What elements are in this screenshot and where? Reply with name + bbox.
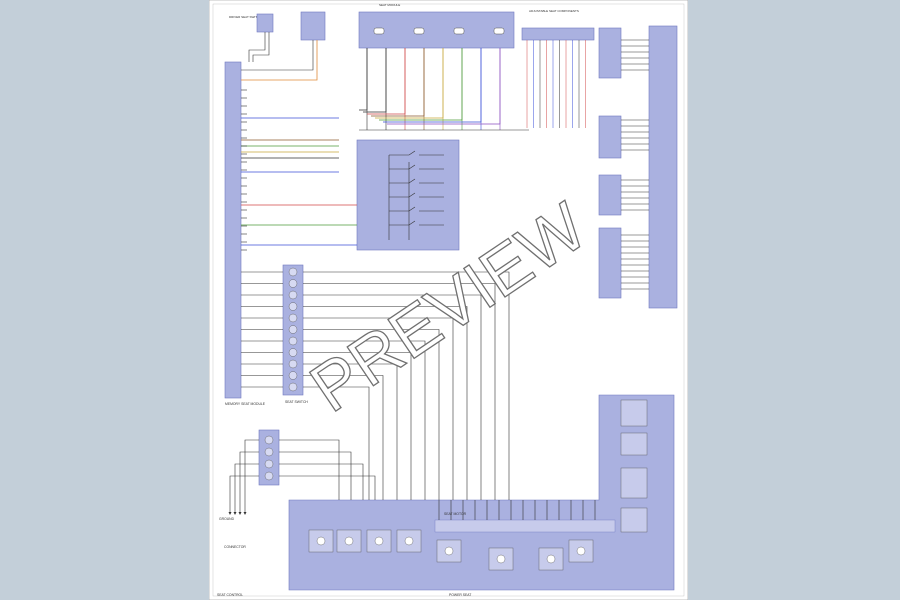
connector-legend: CONNECTOR [224,545,246,549]
wire [303,352,412,500]
wire [303,271,510,500]
connector-pin [288,359,298,369]
wire [303,306,468,500]
wire [303,363,398,500]
bottom-actuators [308,529,594,571]
actuator-symbol [576,546,586,556]
connector-pin [288,313,298,323]
top-motors [373,27,505,35]
connector-pin [288,290,298,300]
bus-label: SEAT MOTOR [444,512,467,516]
wire [248,32,266,62]
connector-pin [264,471,274,481]
actuator-symbol [546,554,556,564]
actuator-symbol [404,536,414,546]
top-right-header-text: SEAT MODULE [379,3,400,7]
connector-pin [288,302,298,311]
ground-label: GROUND [219,517,235,521]
actuator-symbol [374,536,384,546]
right-main-connector [648,25,678,309]
wire [241,40,314,71]
lumbar-switch-module [300,11,326,41]
wire [279,463,364,500]
actuator-symbol [316,536,326,546]
actuator-symbol [496,554,506,564]
driver-module-label: MEMORY SEAT MODULE [225,402,266,406]
connector-pin [288,325,298,334]
lower-connector-circles [264,435,274,481]
seat-motor-module [358,11,515,49]
wire [241,40,318,81]
connector-pin [288,382,298,392]
wire [279,451,352,500]
switch-block-label: SEAT SWITCH [285,400,308,404]
wire [239,451,259,512]
footer-left-text: SEAT CONTROL [217,593,243,597]
wire [389,150,416,156]
wire [303,283,496,500]
wire [303,329,440,500]
connector-block-top [521,27,595,41]
connector-pin [288,336,298,346]
wire [303,294,482,500]
right-module-4 [598,227,622,299]
footer-right-text: POWER SEAT [449,593,471,597]
connector-circles [288,267,298,392]
connector-pin [288,371,298,380]
seat-switch-panel [356,139,460,251]
wire [234,463,259,512]
connector-pin [264,459,274,469]
wire-harness [228,32,649,520]
memory-seat-module [224,61,242,399]
lower-connector-block [258,429,280,486]
connector-pin [288,279,298,288]
right-module-1 [598,27,622,79]
wire [229,475,259,512]
right-switches [620,399,648,533]
internal-bus [434,519,616,533]
schematic-sheet: DRIVER SEAT SWITCH SEAT MODULE ADJUSTABL… [209,0,688,600]
wiring-diagram: DRIVER SEAT SWITCH SEAT MODULE ADJUSTABL… [209,0,688,600]
connector-pin [264,447,274,457]
right-module-3 [598,174,622,216]
ground-arrow [228,512,232,515]
actuator-symbol [444,546,454,556]
seat-switch-module [256,13,274,33]
wire [303,386,370,500]
left-header-text: DRIVER SEAT SWITCH [229,15,261,19]
wire [303,375,384,500]
ground-arrow [243,512,247,515]
right-module-2 [598,115,622,159]
sheet-inner-border [212,3,685,597]
connector-pin [288,348,298,357]
wire [303,340,426,500]
connector-pin [264,435,274,445]
wire [279,439,340,500]
ground-arrow [233,512,237,515]
connector-pin [288,267,298,277]
ground-arrow [238,512,242,515]
wire [244,439,259,512]
right-header-text: ADJUSTABLE SEAT COMPONENTS [529,9,579,13]
wire [252,32,270,62]
wire [279,475,376,500]
actuator-symbol [344,536,354,546]
wire [303,317,454,500]
